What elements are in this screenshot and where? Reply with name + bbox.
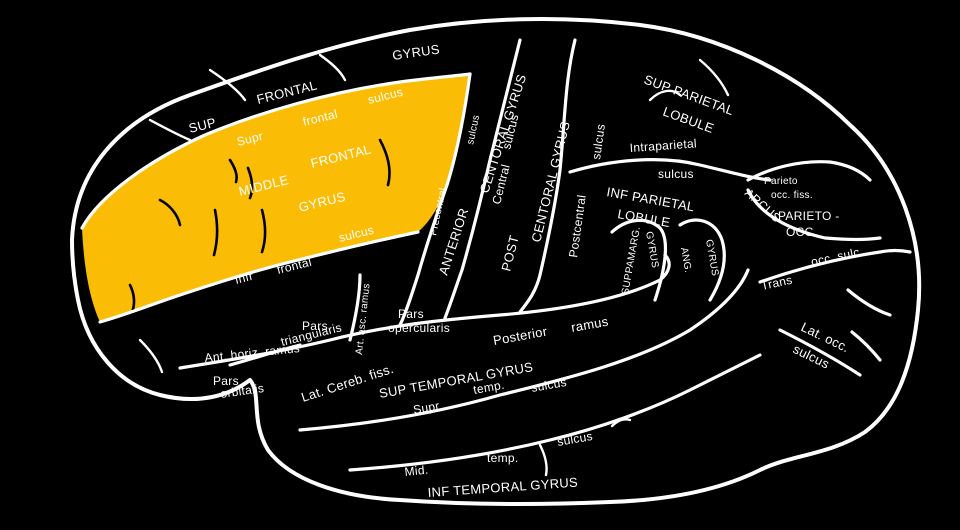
sup-frontal-detail-2 [318,53,347,82]
label-temp-mid: temp. [487,451,519,465]
anterior-horizontal-ramus [228,343,302,367]
central-sulcus [443,38,522,320]
anterior-ascending-ramus [348,273,362,342]
label-infr: Infr [233,269,254,287]
label-mid: Mid. [404,463,429,479]
label-pars-triangularis-1: Pars [302,319,328,333]
superior-frontal-sulcus [80,72,472,230]
label-gyrus-sup: GYRUS [391,41,440,63]
parietal-detail-2 [698,58,730,97]
label-pars-opercularis-1: Pars [398,307,424,321]
label-intraparietal: Intraparietal [629,136,697,155]
orbital-detail-1 [138,338,164,374]
label-parieto-occ-2: OCC. [786,225,817,239]
sulcus-dark-1 [212,208,219,257]
parietal-detail-1 [648,89,682,102]
label-temp-mid-sulcus: sulcus [556,429,594,449]
sulcus-dark-4 [378,138,391,187]
middle-temporal-sulcus [348,353,762,472]
label-postcentral-sulcus: sulcus [589,123,608,160]
sulcus-dark-7 [158,198,182,227]
arcus-curve [746,188,882,242]
supramarginal-curve [610,218,667,302]
label-ramus: ramus [570,314,610,335]
postcentral-sulcus [518,38,577,314]
transverse-occipital-sulcus [758,248,912,284]
sup-frontal-detail-1 [208,68,247,102]
sulcus-dark-3 [228,158,238,184]
label-sup: SUP [187,115,217,136]
label-pars-orbitalis-2: orbitalis [219,381,265,401]
occipital-small-sulcus [850,330,882,362]
middle-temporal-sulcus-branch [538,443,548,477]
label-trans: Trans [760,273,794,293]
precentral-sulcus [398,72,472,327]
sulcus-dark-2 [260,208,267,254]
label-pars-orbitalis-1: Pars [213,374,239,388]
label-intraparietal-sulcus: sulcus [658,167,694,181]
superior-temporal-sulcus [298,268,750,432]
label-temp-sup: temp. [472,378,505,397]
label-supr: Supr [235,129,264,149]
sup-frontal-detail-3 [148,118,192,142]
lateral-occipital-sulcus-2 [846,288,892,317]
label-pars-opercularis-2: opercularis [388,321,450,335]
label-occ-fiss: occ. fiss. [771,190,813,201]
parieto-occipital-fissure [746,160,872,182]
label-parieto-occ-1: PARIETO - [778,209,840,223]
lateral-occipital-sulcus-1 [778,328,862,377]
sulcus-dark-5 [246,166,254,200]
inferior-frontal-sulcus [98,230,420,324]
angular-curve [678,218,726,302]
label-ang: ANG. [678,247,693,274]
label-supr-temp: Supr [412,399,441,417]
label-temp-sup-sulcus: sulcus [530,375,568,395]
label-parieto: Parieto [764,176,798,187]
temporal-detail-1 [610,418,632,428]
middle-frontal-gyrus-highlight [82,74,470,322]
intraparietal-sulcus [568,158,772,182]
